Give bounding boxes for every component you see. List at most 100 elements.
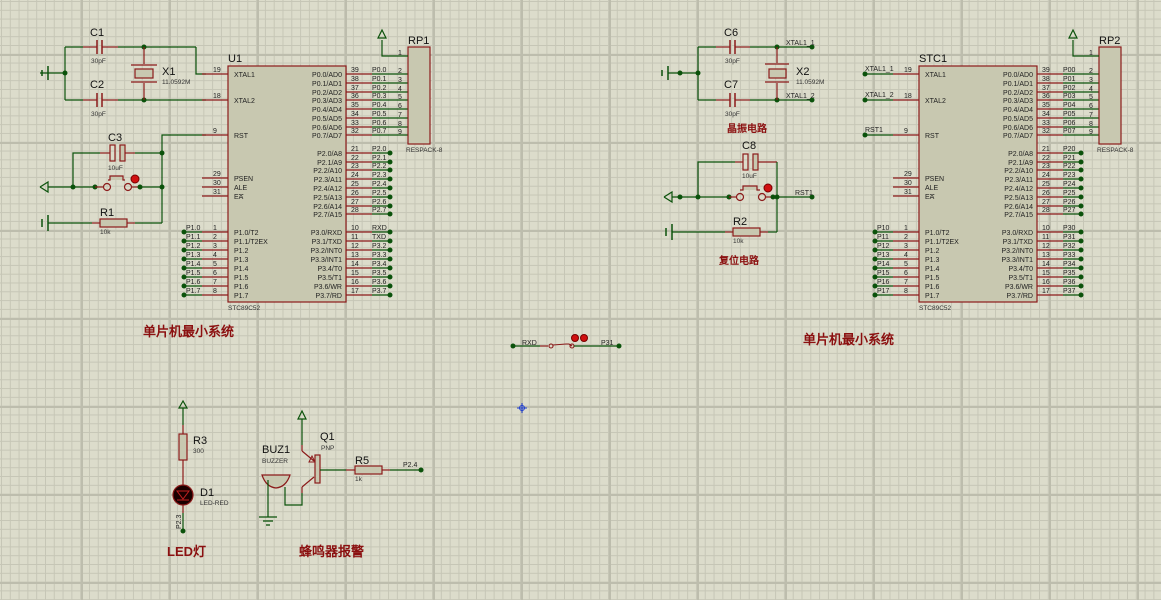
switch-icon[interactable] [548,343,554,349]
d1-value: LED-RED [200,500,229,507]
junction [181,265,187,271]
wire [72,152,100,187]
pin-name: P2.7/A15 [313,212,342,219]
wire [284,487,303,506]
net-label: P1.5 [186,270,201,277]
pin-name: PSEN [925,176,944,183]
net-label: P06 [1063,120,1076,127]
net-label: P1.0 [186,225,201,232]
respack-pin-number: 9 [398,129,402,136]
pushbutton-icon[interactable] [735,192,745,202]
button-actuator-icon[interactable] [763,183,773,193]
net-label: P0.7 [372,128,387,135]
pin-number: 38 [1042,76,1050,83]
pushbutton-icon[interactable] [740,185,760,191]
led-icon [176,490,190,500]
pushbutton-icon[interactable] [123,182,133,192]
pin-name: P2.5/A13 [313,195,342,202]
junction [181,274,187,280]
pushbutton-icon[interactable] [108,175,125,181]
led-circuit[interactable]: P2.3 R3 300 D1 LED-RED LED灯 [167,399,229,559]
wire [381,40,408,57]
resistor-icon [99,218,128,228]
net-label: P37 [1063,288,1076,295]
net-label: P34 [1063,261,1076,268]
pin-name: P2.2/A10 [313,168,342,175]
pin-name: PSEN [234,176,253,183]
switch-icon[interactable] [552,343,573,347]
mcu-body[interactable] [918,65,1038,303]
pin-number: 6 [904,270,908,277]
respack-pin-number: 6 [1089,103,1093,110]
net-label: P2.0 [372,146,387,153]
wire [1072,40,1099,57]
junction [387,283,393,289]
net-label: P2.2 [372,163,387,170]
power-terminal-icon [1068,28,1078,39]
reset-circuit-stc1[interactable]: C8 10uF RST1 R2 10k 复位电路 [663,140,815,267]
switch-rxd-p31[interactable]: RXD P31 [510,334,622,349]
respack-ref: RP2 [1099,35,1120,47]
mcu-ref: STC1 [919,53,947,65]
power-terminal-icon [39,180,49,194]
crystal-circuit-stc1[interactable]: C6 30pF C7 30pF X2 11.0592M XTAL1_1 XTAL… [661,27,824,135]
junction [809,97,815,103]
pushbutton-icon[interactable] [757,192,767,202]
pin-number: 11 [351,234,358,241]
net-label: P21 [1063,155,1076,162]
junction [387,229,393,235]
junction [862,71,868,77]
power-terminal-icon [297,409,307,420]
switch-actuator-icon[interactable] [580,334,588,342]
pin-name: P3.0/RXD [1002,230,1033,237]
net-label-p31: P31 [601,340,614,347]
pin-number: 33 [1042,120,1050,127]
pin-name: P3.2/INT0 [310,248,342,255]
junction [872,256,878,262]
mcu-body[interactable] [227,65,347,303]
pin-name: P0.2/AD2 [312,90,342,97]
junction [616,343,622,349]
pin-name: P2.1/A9 [1008,160,1033,167]
pin-number: 12 [1042,243,1050,250]
respack-pin-number: 4 [398,86,402,93]
crystal-circuit-u1[interactable]: C1 30pF C2 30pF X1 11.0592M [40,27,206,118]
pin-name: P3.1/TXD [1003,239,1033,246]
net-label: P0.3 [372,93,387,100]
respack-pin-number: 8 [1089,121,1093,128]
mcu-stc1[interactable]: STC1STC89C5219XTAL118XTAL29RST29PSEN30AL… [862,28,1134,312]
pin-name: EA [234,194,244,201]
r3-ref: R3 [193,435,207,447]
net-label: P1.4 [186,261,201,268]
buzzer-circuit[interactable]: BUZ1 BUZZER Q1 PNP R5 1k P2.4 蜂鸣器报警 [259,409,424,559]
junction [387,274,393,280]
button-actuator-icon[interactable] [130,174,140,184]
pin-number: 24 [351,172,359,179]
crystal-icon [768,68,787,79]
respack-pin-number: 6 [398,103,402,110]
net-label: P15 [877,270,890,277]
buz1-value: BUZZER [262,458,288,465]
pin-name: P2.1/A9 [317,160,342,167]
pin-name: P0.7/AD7 [1003,133,1033,140]
reset-circuit-u1[interactable]: C3 10uF R1 10k [39,132,206,236]
net-label: P20 [1063,146,1076,153]
junction [181,247,187,253]
pin-number: 13 [1042,252,1050,259]
junction [1078,185,1084,191]
pushbutton-icon[interactable] [102,182,112,192]
x1-ref: X1 [162,66,175,78]
mcu-u1[interactable]: U1STC89C5219XTAL118XTAL29RST29PSEN30ALE3… [181,28,443,312]
pin-name: P1.0/T2 [925,230,950,237]
pin-number: 15 [351,270,359,277]
switch-actuator-icon[interactable] [571,334,579,342]
junction [181,283,187,289]
buzzer-title: 蜂鸣器报警 [299,544,364,559]
r1-ref: R1 [100,207,114,219]
pin-name: P0.4/AD4 [312,107,342,114]
pin-name: XTAL1 [234,72,255,79]
pin-number: 30 [904,180,912,187]
pin-number: 7 [904,279,908,286]
pin-name: P0.5/AD5 [1003,116,1033,123]
